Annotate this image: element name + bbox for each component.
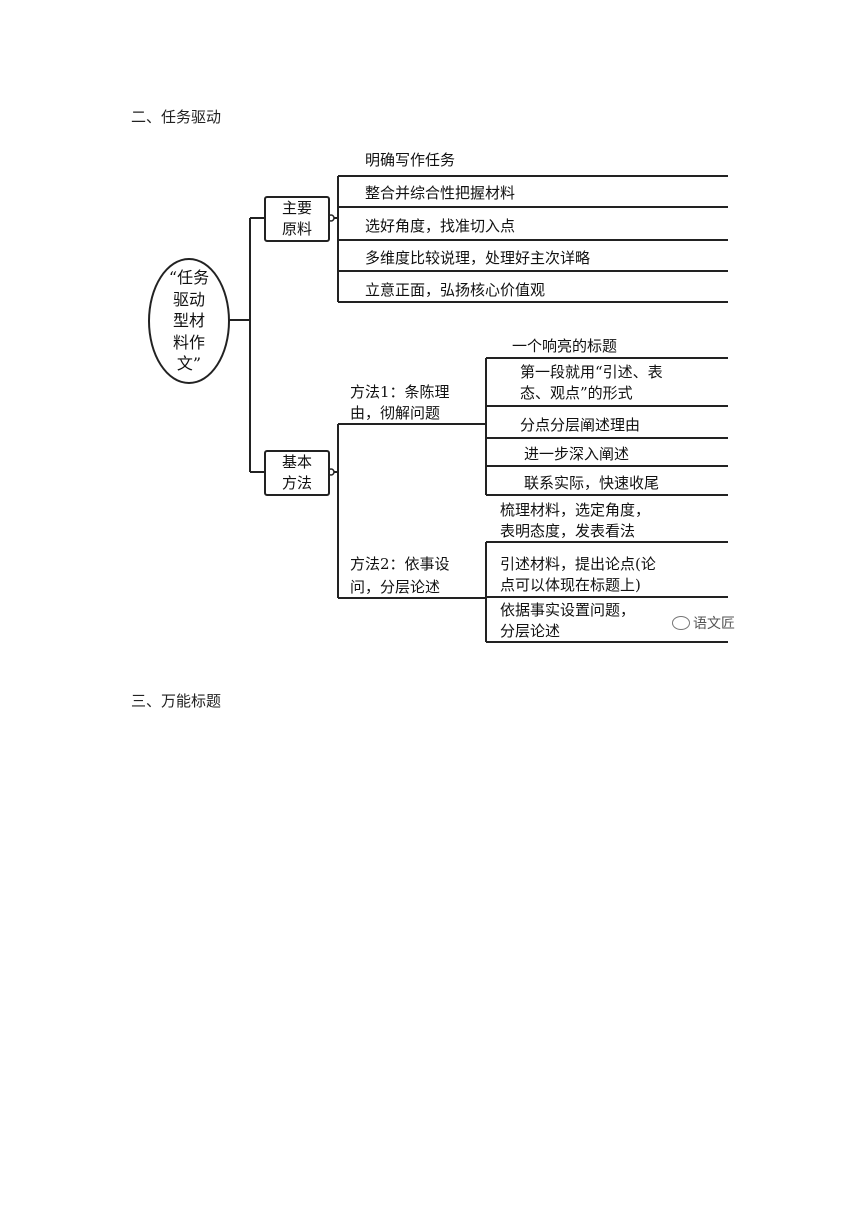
mind-map-lines <box>228 175 728 643</box>
wechat-icon <box>672 616 690 630</box>
method2-item: 依据事实设置问题， <box>500 601 636 619</box>
branch1-item: 多维度比较说理，处理好主次详略 <box>365 249 591 267</box>
method2-item: 分层论述 <box>500 622 561 640</box>
method2-item: 引述材料，提出论点(论 <box>500 555 656 573</box>
section-heading-universal-title: 三、万能标题 <box>131 692 222 710</box>
method1-item: 进一步深入阐述 <box>524 445 630 463</box>
branch1-item: 明确写作任务 <box>365 151 456 169</box>
method1-label-line2: 由，彻解问题 <box>350 404 441 422</box>
method1-item: 联系实际，快速收尾 <box>524 474 660 492</box>
method1-item: 第一段就用“引述、表 <box>520 363 663 381</box>
watermark: 语文匠 <box>672 613 735 633</box>
mind-map-diagram: “任务 驱动 型材 料作 文” 主要 原料 基本 方法 明确写作任务 整合并综合… <box>128 140 768 660</box>
method2-item: 点可以体现在标题上) <box>500 576 641 594</box>
method2-item: 表明态度，发表看法 <box>500 522 636 540</box>
method1-item: 一个响亮的标题 <box>512 337 618 355</box>
section-heading-task-driven: 二、任务驱动 <box>131 108 222 126</box>
branch-node-main-material: 主要 原料 <box>264 196 330 242</box>
method1-label-line1: 方法1：条陈理 <box>350 383 450 401</box>
method2-item: 梳理材料，选定角度， <box>500 501 651 519</box>
root-node: “任务 驱动 型材 料作 文” <box>148 258 230 384</box>
method2-label-line1: 方法2：依事设 <box>350 555 450 573</box>
branch1-item: 选好角度，找准切入点 <box>365 217 516 235</box>
branch1-item: 整合并综合性把握材料 <box>365 184 516 202</box>
branch1-item: 立意正面，弘扬核心价值观 <box>365 281 546 299</box>
method1-item: 态、观点”的形式 <box>520 384 633 402</box>
method2-label-line2: 问，分层论述 <box>350 578 441 596</box>
watermark-text: 语文匠 <box>693 616 735 632</box>
method1-item: 分点分层阐述理由 <box>520 416 641 434</box>
branch-node-basic-method: 基本 方法 <box>264 450 330 496</box>
